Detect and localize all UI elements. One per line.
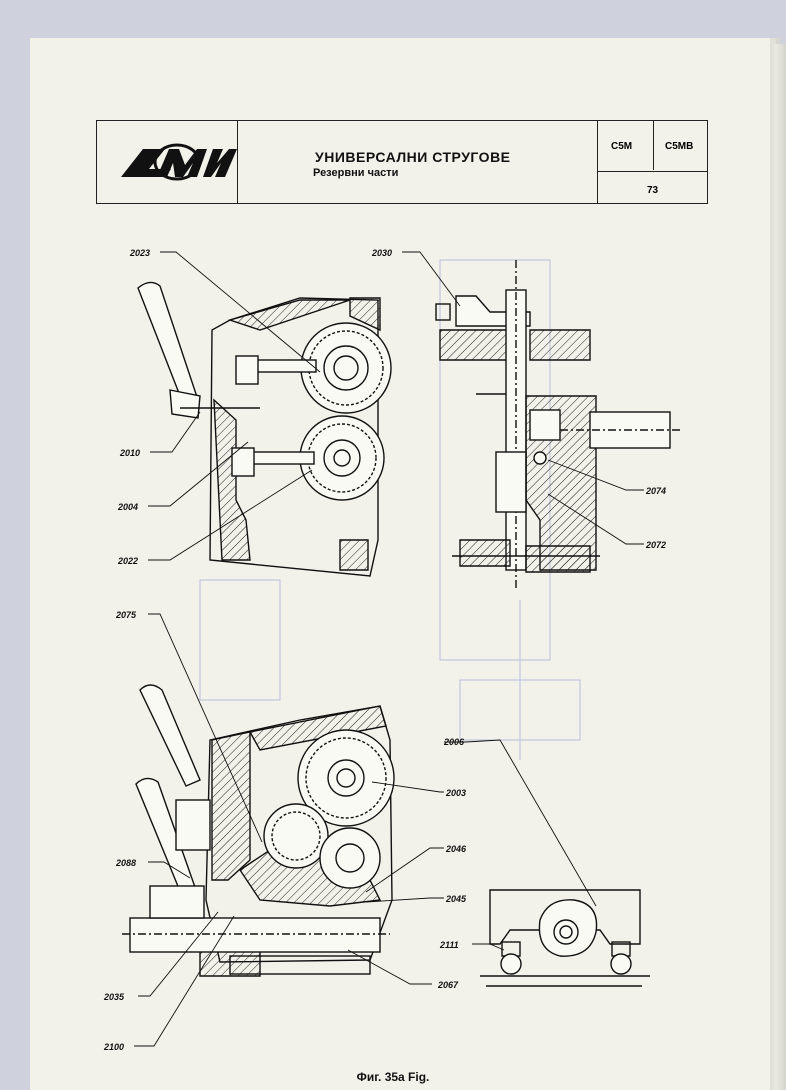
cross-shaft	[129, 917, 381, 953]
part-label: 2003	[445, 788, 466, 798]
figure-caption: Фиг. 35а Fig.	[356, 1070, 430, 1084]
page-number: 73	[647, 185, 659, 196]
part-label: 2100	[103, 1042, 124, 1052]
top-right-assembly	[435, 260, 680, 590]
part-label: 2075	[115, 610, 137, 620]
header-line	[597, 171, 707, 172]
gear-large	[297, 729, 395, 827]
part-label: 2067	[437, 980, 459, 990]
lever-handle	[137, 281, 201, 419]
part-label: 2111	[439, 940, 459, 950]
bottom-right-assembly	[480, 889, 650, 987]
company-logo	[121, 143, 237, 181]
top-left-assembly	[137, 281, 392, 577]
header-box: УНИВЕРСАЛНИ СТРУГОВЕ Резервни части C5M …	[96, 120, 708, 204]
part-label: 2072	[645, 540, 666, 550]
doc-title: УНИВЕРСАЛНИ СТРУГОВЕ	[315, 149, 511, 165]
header-divider	[237, 121, 238, 203]
part-label: 2022	[117, 556, 138, 566]
part-label: 2004	[117, 502, 138, 512]
page-edge	[770, 44, 786, 1090]
part-label: 2030	[371, 248, 392, 258]
part-label: 2088	[115, 858, 136, 868]
part-label: 2010	[119, 448, 140, 458]
doc-subtitle: Резервни части	[313, 167, 399, 179]
part-label: 2046	[445, 844, 467, 854]
part-label: 2006	[443, 737, 465, 747]
model-code: C5M	[611, 141, 633, 152]
part-label: 2035	[103, 992, 125, 1002]
part-label: 2023	[129, 248, 150, 258]
header-divider	[597, 121, 598, 203]
model-code: C5MB	[665, 141, 694, 152]
header-divider	[653, 121, 654, 170]
part-label: 2074	[645, 486, 666, 496]
leader-lines	[134, 251, 644, 1047]
part-label: 2045	[445, 894, 467, 904]
bottom-assembly	[122, 684, 395, 977]
